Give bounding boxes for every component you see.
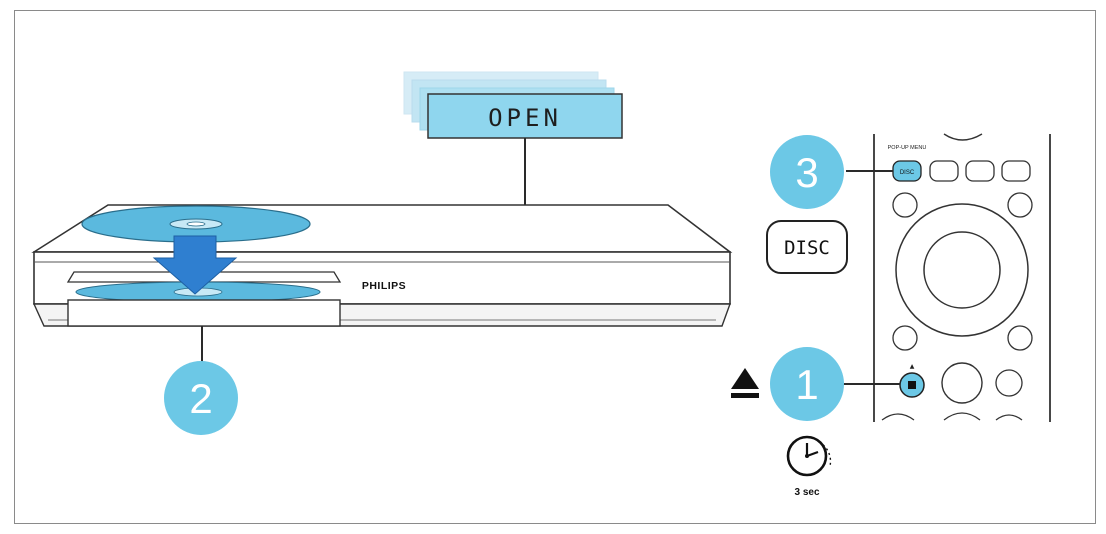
display-stack: OPEN [403,71,623,139]
eject-icon [731,368,759,398]
insert-arrow-icon [152,235,238,295]
brand-logo: PHILIPS [362,280,406,292]
step-1-badge: 1 [770,347,844,421]
remote-button-d[interactable] [995,369,1023,397]
display-text: OPEN [488,104,562,132]
stop-eject-hint-icon: ▲ [910,363,915,370]
step-2-number: 2 [189,375,212,422]
remote-button-c[interactable] [1001,160,1031,182]
play-button[interactable] [941,362,983,404]
remote-corner-button-bl[interactable] [892,325,918,351]
remote-corner-button-tr[interactable] [1007,192,1033,218]
step-1-number: 1 [795,361,818,408]
remote-control: POP-UP MENU DISC ▲ [873,133,1051,422]
ok-button[interactable] [923,231,1001,309]
disc-button[interactable]: DISC [766,220,848,274]
stop-square-icon [908,381,916,389]
remote-button-b[interactable] [965,160,995,182]
step-2-badge: 2 [164,361,238,435]
popup-menu-label: POP-UP MENU [888,145,927,151]
timer-label: 3 sec [794,487,819,498]
disc-button-label: DISC [784,237,830,259]
remote-button-a[interactable] [929,160,959,182]
popup-disc-label: DISC [900,170,915,176]
remote-corner-button-tl[interactable] [892,192,918,218]
step-3-badge: 3 [770,135,844,209]
timer-icon [786,435,832,477]
remote-corner-button-br[interactable] [1007,325,1033,351]
step-3-number: 3 [795,149,818,196]
